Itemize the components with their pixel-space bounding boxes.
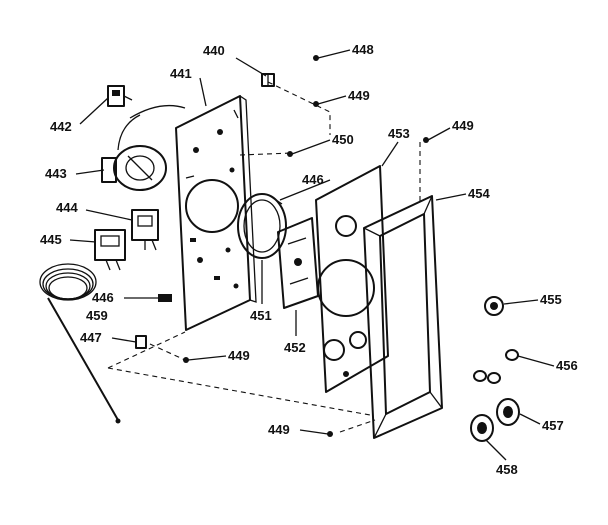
part-441-mounting-plate [175, 95, 257, 331]
label-447: 447 [80, 330, 102, 345]
label-454: 454 [468, 186, 490, 201]
label-457: 457 [542, 418, 564, 433]
leader-lines [69, 49, 555, 461]
assembly-guide-lines [107, 81, 421, 433]
label-459: 459 [86, 308, 108, 323]
part-443-motor [101, 104, 186, 191]
part-444-switch [131, 209, 159, 251]
part-440-bracket [261, 73, 275, 87]
part-456-knob [473, 349, 519, 384]
label-446-upper: 446 [302, 172, 324, 187]
part-457-knob [496, 398, 520, 426]
screws [183, 55, 429, 437]
label-440: 440 [203, 43, 225, 58]
part-455-knob [484, 296, 504, 316]
label-442: 442 [50, 119, 72, 134]
label-444: 444 [56, 200, 78, 215]
label-456: 456 [556, 358, 578, 373]
part-labels: 440 441 442 443 444 445 446 446 447 448 … [40, 42, 578, 477]
part-453-face-panel [315, 165, 389, 393]
part-442-terminal [107, 85, 133, 107]
label-449-top: 449 [348, 88, 370, 103]
part-454-frame [363, 195, 443, 439]
label-449-bottom: 449 [268, 422, 290, 437]
label-450: 450 [332, 132, 354, 147]
part-446-ring [237, 193, 287, 259]
label-453: 453 [388, 126, 410, 141]
label-458: 458 [496, 462, 518, 477]
part-452-panel [277, 217, 319, 309]
label-446-lower: 446 [92, 290, 114, 305]
label-451: 451 [250, 308, 272, 323]
label-452: 452 [284, 340, 306, 355]
label-445: 445 [40, 232, 62, 247]
part-445-thermostat [94, 229, 126, 271]
label-448: 448 [352, 42, 374, 57]
label-449-right: 449 [452, 118, 474, 133]
part-447-clip [135, 335, 147, 349]
capillary-tube [39, 263, 121, 424]
label-441: 441 [170, 66, 192, 81]
label-455: 455 [540, 292, 562, 307]
label-443: 443 [45, 166, 67, 181]
part-459-tab [158, 294, 172, 302]
label-449-middle: 449 [228, 348, 250, 363]
part-458-knob [470, 414, 494, 442]
